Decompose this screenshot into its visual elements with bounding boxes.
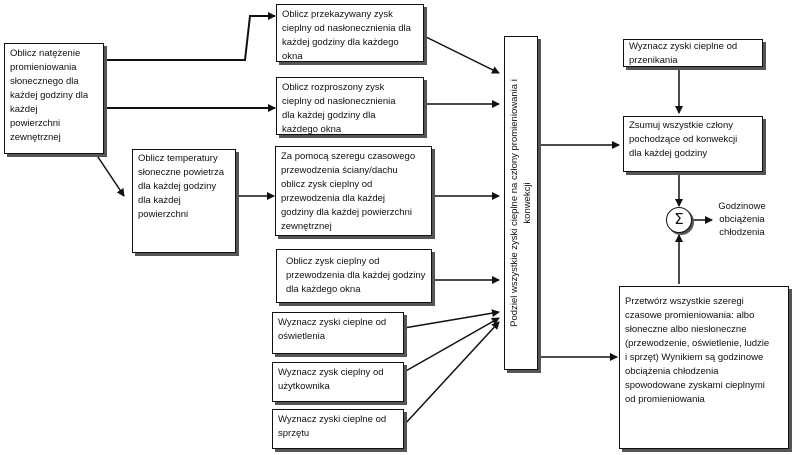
lighting-gain-box: Wyznacz zyski cieplne od oświetlenia xyxy=(272,312,404,354)
occupant-gain-box: Wyznacz zysk cieplny od użytkownika xyxy=(272,362,404,402)
transmitted-solar-gain-box: Oblicz przekazywany zysk cieplny od nasł… xyxy=(276,4,424,62)
edge-occupant-to-split xyxy=(403,317,500,373)
window-conduction-box: Oblicz zysk cieplny od przewodzenia dla … xyxy=(276,249,432,303)
summation-node: Σ xyxy=(666,207,692,233)
split-radiant-convective-label: Podziel wszystkie zyski cieplne na człon… xyxy=(509,79,533,327)
edge-lighting-to-split xyxy=(403,309,500,329)
convert-radiant-box: Przetwórz wszystkie szeregi czasowe prom… xyxy=(619,286,789,449)
hourly-cooling-loads-label: Godzinowe obciążenia chłodzenia xyxy=(718,201,766,238)
equipment-gain-box: Wyznacz zyski cieplne od sprzętu xyxy=(272,409,404,449)
infiltration-gain-box: Wyznacz zyski cieplne od przenikania xyxy=(623,39,763,67)
edge-transmitted-to-split xyxy=(423,35,500,74)
diffuse-solar-gain-box: Oblicz rozproszony zysk cieplny od nasło… xyxy=(276,77,424,135)
sol-air-temperature-box: Oblicz temperatury słoneczne powietrza d… xyxy=(132,149,236,253)
edge-solar-to-transmitted xyxy=(104,12,276,61)
edge-solar-to-solair xyxy=(95,153,125,197)
sum-convective-box: Zsumuj wszystkie człony pochodzące od ko… xyxy=(623,116,763,172)
solar-intensity-box: Oblicz natężenie promieniowania słoneczn… xyxy=(4,43,104,154)
edge-equipment-to-split xyxy=(403,321,500,426)
split-radiant-convective-bar: Podziel wszystkie zyski cieplne na człon… xyxy=(504,36,538,370)
wall-roof-conduction-box: Za pomocą szeregu czasowego przewodzenia… xyxy=(275,146,432,236)
